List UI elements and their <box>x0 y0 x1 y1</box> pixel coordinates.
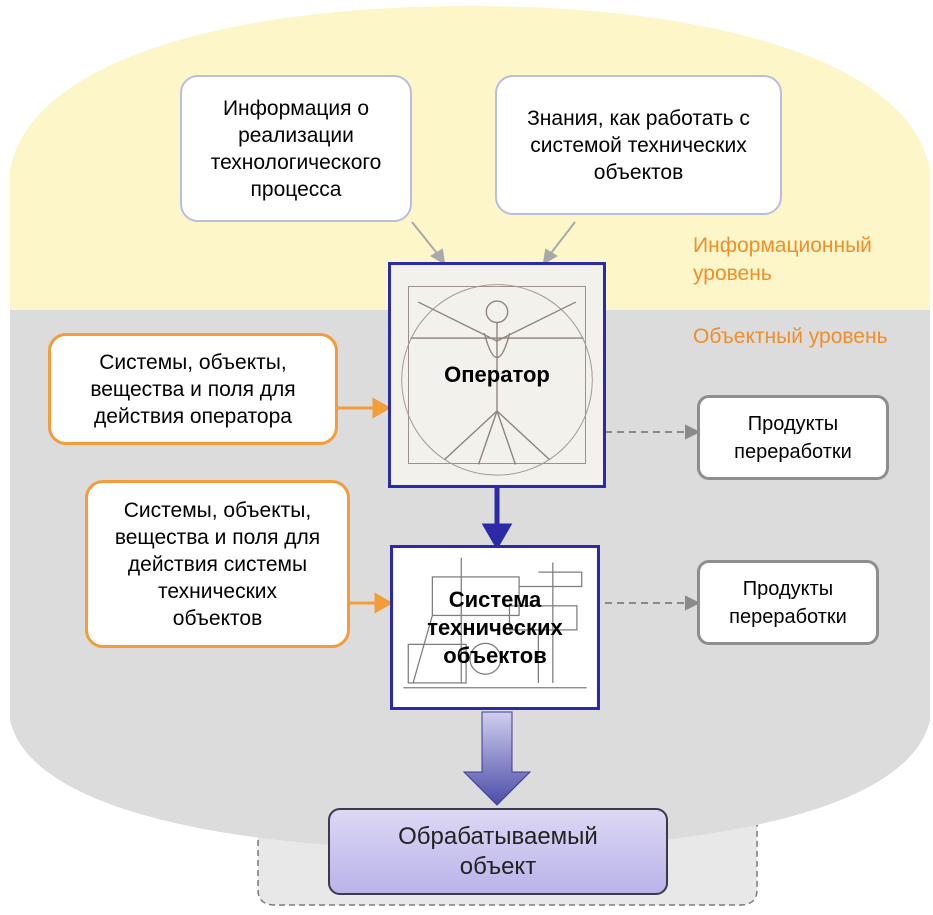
system-inputs-box: Системы, объекты, вещества и поля для де… <box>85 480 350 648</box>
vitruvian-man-icon <box>391 265 603 485</box>
system-inputs-text: Системы, объекты, вещества и поля для де… <box>114 498 321 630</box>
operator-to-system-arrow <box>481 488 513 550</box>
operator-inputs-box: Системы, объекты, вещества и поля для де… <box>48 333 338 445</box>
object-level-label: Объектный уровень <box>693 325 888 348</box>
processed-object-text: Обрабатываемый объект <box>398 822 598 880</box>
processed-object-box: Обрабатываемый объект <box>328 808 668 895</box>
machine-sketch-icon <box>393 548 597 707</box>
info-arrows <box>411 221 576 265</box>
input-arrows <box>338 397 394 614</box>
process-info-box: Информация о реализации технологического… <box>180 75 412 222</box>
knowledge-box: Знания, как работать с системой техничес… <box>495 75 782 215</box>
system-products-text: Продукты переработки <box>729 577 847 628</box>
operator-block: Оператор <box>388 262 606 488</box>
operator-products-box: Продукты переработки <box>697 395 889 480</box>
technical-system-block: Система технических объектов <box>390 545 600 710</box>
knowledge-text: Знания, как работать с системой техничес… <box>527 106 750 184</box>
system-to-target-arrow <box>462 711 532 806</box>
system-products-box: Продукты переработки <box>697 560 879 645</box>
information-level-label: Информационный уровень <box>693 234 872 285</box>
technical-system-label: Система технических объектов <box>427 586 563 668</box>
operator-label: Оператор <box>444 362 550 387</box>
operator-products-text: Продукты переработки <box>734 412 852 463</box>
process-info-text: Информация о реализации технологического… <box>210 96 382 201</box>
product-arrows <box>605 424 701 611</box>
operator-inputs-text: Системы, объекты, вещества и поля для де… <box>90 350 296 428</box>
